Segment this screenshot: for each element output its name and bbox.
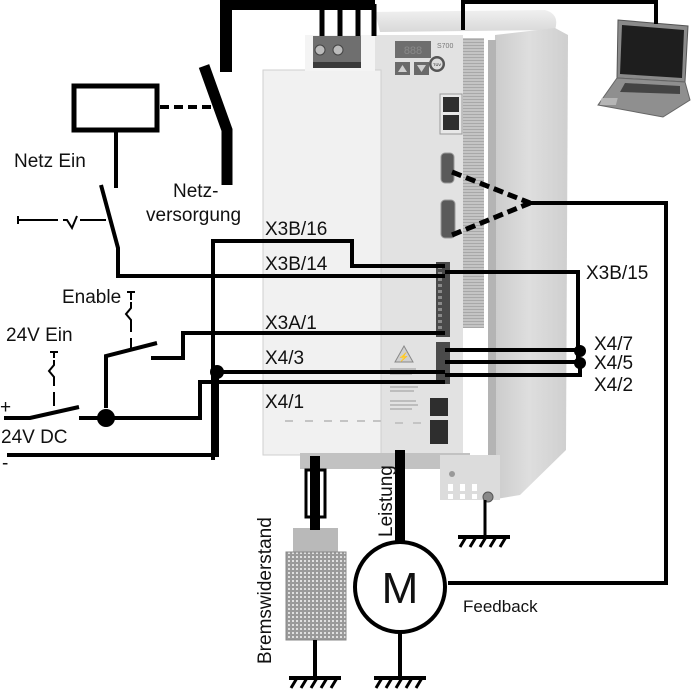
junction-dot <box>574 357 586 369</box>
relay-coil <box>71 83 160 133</box>
label-x3b-16: X3B/16 <box>265 219 327 240</box>
label-enable: Enable <box>62 287 121 308</box>
label-netz-versorgung-2: versorgung <box>146 205 241 226</box>
mains-contactor <box>198 64 233 185</box>
label-x3b-14: X3B/14 <box>265 254 328 275</box>
laptop-base <box>597 77 691 118</box>
pe-screw <box>449 471 455 477</box>
junction-dot <box>210 365 224 379</box>
enable-switch <box>104 341 158 408</box>
fuse-symbol <box>304 468 327 519</box>
terminal-base <box>313 62 361 68</box>
up-arrow-icon <box>398 65 407 72</box>
label-x3b-15: X3B/15 <box>586 263 648 284</box>
housing-edge <box>488 40 496 480</box>
housing-top-cap <box>375 10 557 32</box>
heatsink-side <box>490 28 568 500</box>
sub-d-connector-x2[interactable] <box>440 152 455 184</box>
junction-dot <box>97 409 115 427</box>
certification-label: TÜV <box>433 62 441 67</box>
label-x4-1: X4/1 <box>265 392 304 413</box>
label-x4-5: X4/5 <box>594 353 633 374</box>
x4-1-wire <box>106 380 445 420</box>
bottom-plate <box>300 453 470 469</box>
ground-screw <box>482 491 494 503</box>
enable-actuator <box>124 291 135 348</box>
warning-icon <box>394 344 414 363</box>
wiring <box>4 0 668 678</box>
label-x4-3: X4/3 <box>265 348 304 369</box>
motor-symbol <box>353 540 447 634</box>
24v-ein-switch <box>4 405 80 420</box>
certification-badge-inner <box>431 58 443 70</box>
display-digits: 888 <box>404 45 422 57</box>
seven-segment-display <box>395 41 431 58</box>
label-x3a-1: X3A/1 <box>265 313 317 334</box>
24v-gnd-wire <box>7 372 219 457</box>
24v-ein-actuator <box>47 351 58 406</box>
mounting-foot-slots <box>448 484 477 499</box>
warning-glyph: ⚡ <box>398 351 409 363</box>
connector-x9b[interactable] <box>430 398 448 416</box>
label-feedback: Feedback <box>463 597 538 616</box>
laptop-keyboard <box>620 83 680 94</box>
label-bremswiderstand: Bremswiderstand <box>255 517 276 664</box>
laptop-pc[interactable] <box>597 19 691 118</box>
down-arrow-icon <box>417 65 426 72</box>
connector-x9a[interactable] <box>430 420 448 444</box>
servo-amplifier: 888 S700 TÜV ⚡ <box>262 10 568 503</box>
terminal-screw <box>332 44 344 56</box>
ethernet-port-x7b[interactable] <box>443 97 459 112</box>
ethernet-port-x7a[interactable] <box>443 115 459 130</box>
feedback-cable <box>448 201 668 585</box>
label-netz-versorgung-1: Netz- <box>173 181 218 202</box>
x3a1-wire <box>151 331 445 360</box>
motor-label: M <box>382 564 419 613</box>
netz-ein-actuator <box>17 215 106 231</box>
label-x4-7: X4/7 <box>594 334 633 355</box>
label-x4-2: X4/2 <box>594 375 633 396</box>
mains-supply-cable <box>220 0 375 72</box>
brake-resistor <box>285 528 347 641</box>
laptop-screen <box>620 25 684 78</box>
feedback-dashed-x2 <box>451 169 531 206</box>
bottom-terminal-markings <box>285 420 421 424</box>
x3b16-wire <box>211 239 445 460</box>
ground-symbols <box>289 535 510 689</box>
mains-phase-wires <box>319 4 377 36</box>
sub-d-connector-x1[interactable] <box>440 199 456 239</box>
terminal-screw <box>314 44 326 56</box>
label-24v-dc: 24V DC <box>1 427 68 448</box>
x3b15-wire <box>445 270 580 365</box>
label-netz-ein: Netz Ein <box>14 151 86 172</box>
label-leistung: Leistung <box>376 465 397 537</box>
ground-icon <box>374 676 426 689</box>
ground-icon <box>289 676 341 689</box>
pc-cable <box>461 0 658 30</box>
label-24v-ein: 24V Ein <box>6 325 73 346</box>
brake-resistor-top <box>293 528 338 552</box>
junction-dot <box>574 345 586 357</box>
label-plus: + <box>0 397 11 418</box>
laptop-touchpad <box>599 98 618 105</box>
label-minus: - <box>2 453 8 474</box>
mounting-foot <box>440 455 500 500</box>
brake-resistor-grill <box>285 551 347 641</box>
model-label: S700 <box>437 43 453 50</box>
netz-ein-switch-wire-x3b14 <box>99 184 445 278</box>
ground-icon <box>458 535 510 548</box>
